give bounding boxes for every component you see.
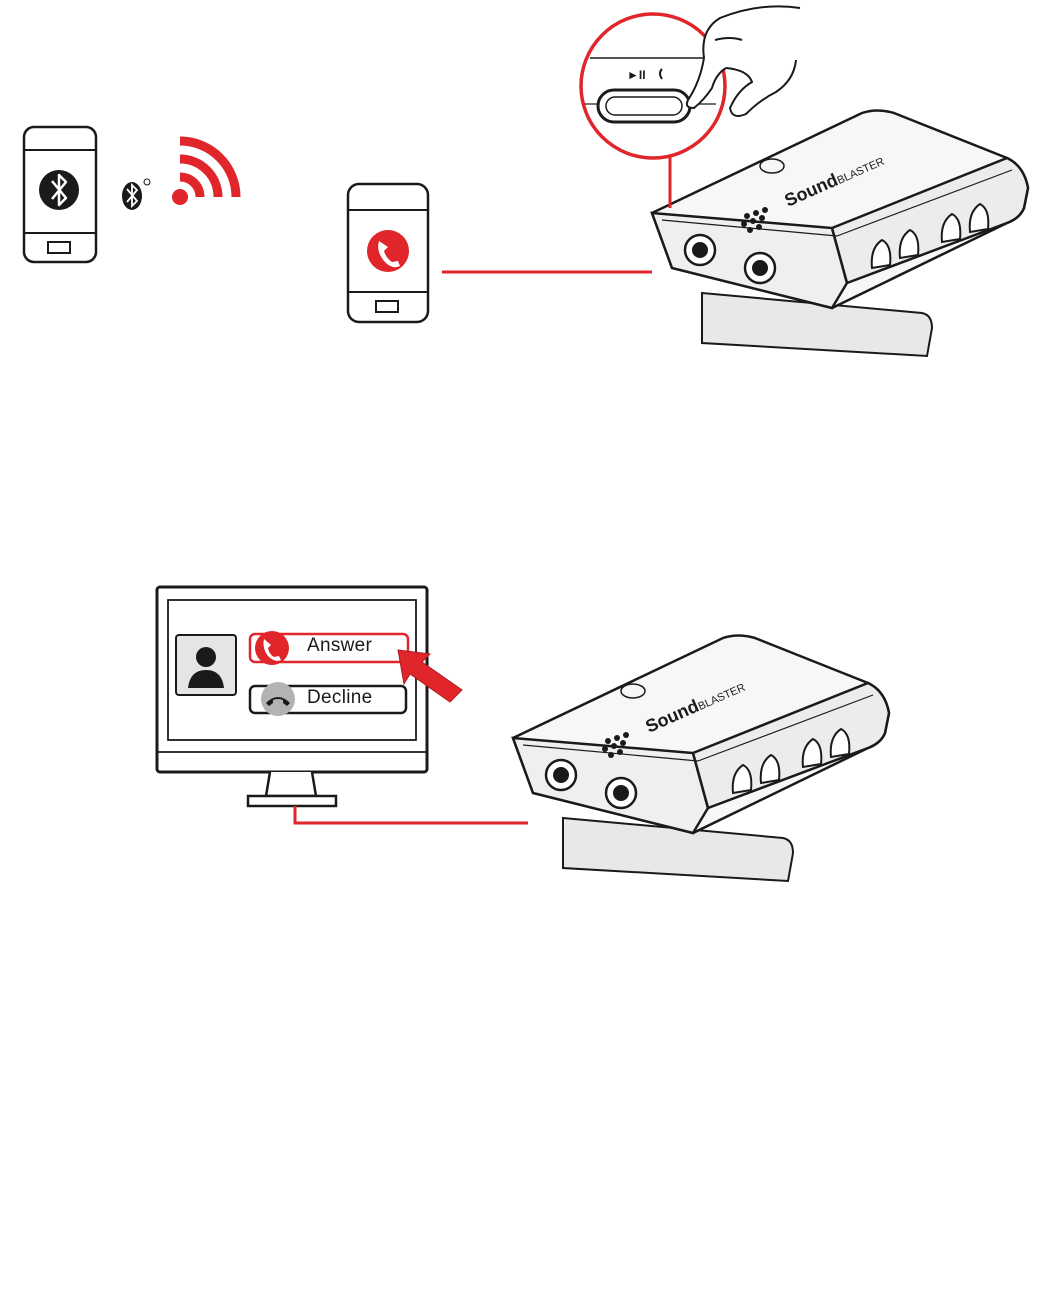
bluetooth-icon [39, 170, 79, 210]
hand-pointer-icon [687, 6, 800, 116]
sound-blaster-device [652, 111, 1028, 357]
sound-blaster-device [513, 636, 889, 882]
bluetooth-icon [122, 179, 150, 210]
play-pause-call-button[interactable] [598, 90, 690, 122]
user-icon [176, 635, 236, 695]
connection-cable [295, 806, 528, 823]
phone-call-icon [367, 230, 409, 272]
wireless-signal-icon [172, 141, 236, 205]
decline-button-label: Decline [307, 687, 372, 709]
bluetooth-phone [24, 127, 96, 262]
phone-call-icon [255, 631, 289, 665]
answer-button-label: Answer [307, 635, 372, 657]
play-pause-label: ►II [627, 68, 646, 82]
calling-phone [348, 184, 428, 322]
